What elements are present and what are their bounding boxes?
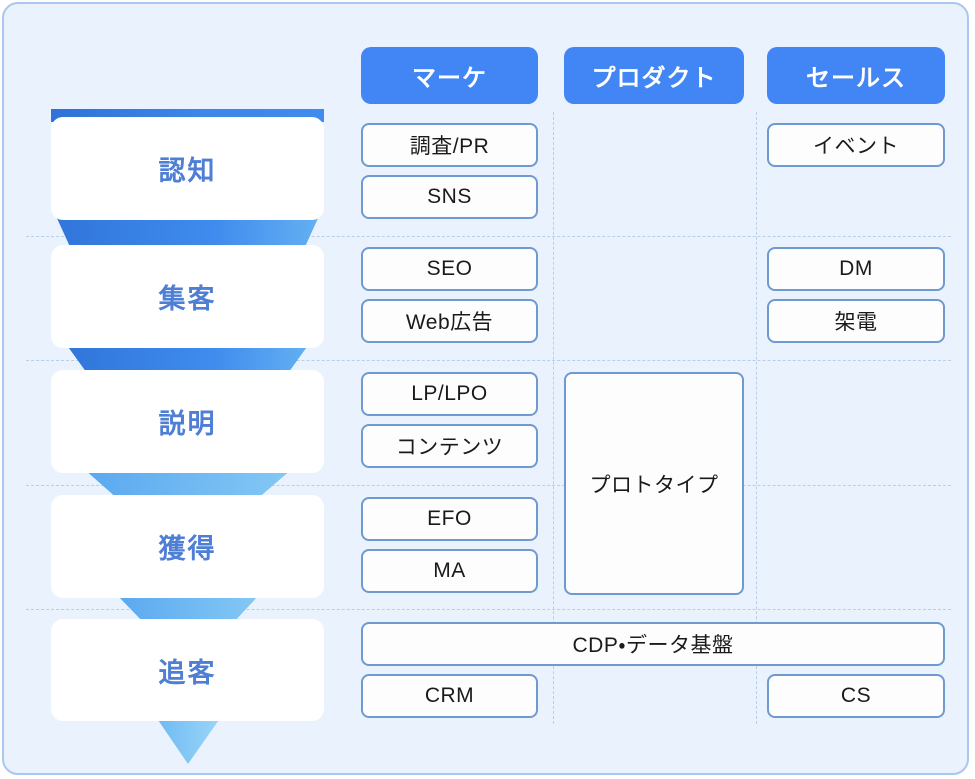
card-marke-ma[interactable]: MA — [361, 549, 538, 593]
row-separator-1 — [26, 236, 951, 237]
funnel-stage-shukyaku[interactable]: 集客 — [48, 242, 327, 351]
card-marke-efo[interactable]: EFO — [361, 497, 538, 541]
funnel-stage-setsumei[interactable]: 説明 — [48, 367, 327, 476]
card-marke-web-ads[interactable]: Web広告 — [361, 299, 538, 343]
card-marke-sns[interactable]: SNS — [361, 175, 538, 219]
card-sales-cs[interactable]: CS — [767, 674, 945, 718]
card-sales-dm[interactable]: DM — [767, 247, 945, 291]
card-marke-content[interactable]: コンテンツ — [361, 424, 538, 468]
card-marke-seo[interactable]: SEO — [361, 247, 538, 291]
department-header-sales[interactable]: セールス — [767, 47, 945, 104]
funnel-stage-ninchi[interactable]: 認知 — [48, 114, 327, 223]
card-sales-cold-call[interactable]: 架電 — [767, 299, 945, 343]
funnel-stage-tsuikyaku[interactable]: 追客 — [48, 616, 327, 724]
row-separator-2 — [26, 360, 951, 361]
column-separator-1 — [553, 112, 554, 724]
card-sales-event[interactable]: イベント — [767, 123, 945, 167]
funnel-stage-kakutoku[interactable]: 獲得 — [48, 492, 327, 601]
row-separator-4 — [26, 609, 951, 610]
card-marke-lp-lpo[interactable]: LP/LPO — [361, 372, 538, 416]
card-full-cdp-data-platform[interactable]: CDP・データ基盤 — [361, 622, 945, 666]
card-product-prototype[interactable]: プロトタイプ — [564, 372, 744, 595]
department-header-marke[interactable]: マーケ — [361, 47, 538, 104]
department-header-product[interactable]: プロダクト — [564, 47, 744, 104]
card-marke-crm[interactable]: CRM — [361, 674, 538, 718]
row-separator-3 — [26, 485, 951, 486]
card-marke-research-pr[interactable]: 調査/PR — [361, 123, 538, 167]
column-separator-2 — [756, 112, 757, 724]
